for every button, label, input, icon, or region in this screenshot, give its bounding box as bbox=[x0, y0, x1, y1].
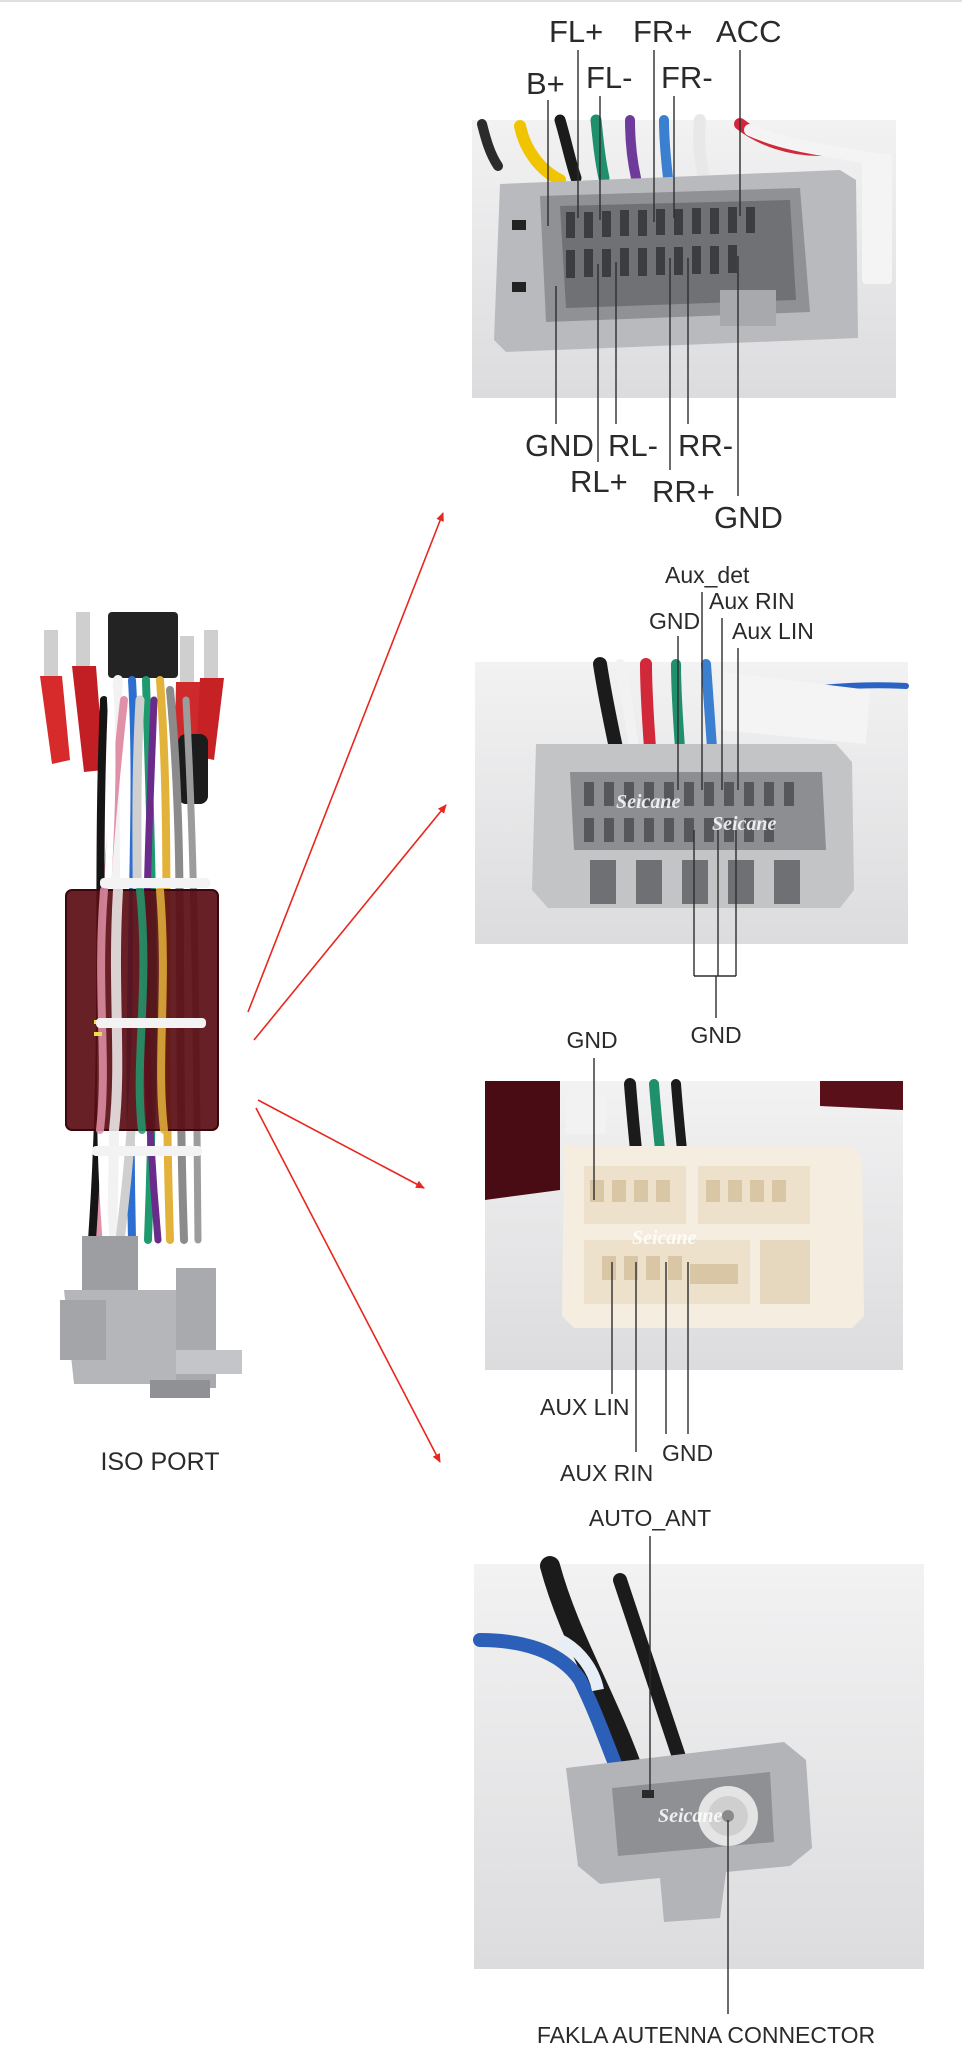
label-fr-plus: FR+ bbox=[633, 14, 692, 49]
label-fl-minus: FL- bbox=[586, 60, 633, 95]
harness-caption: ISO PORT bbox=[100, 1448, 219, 1476]
label-aux-rin: Aux RIN bbox=[709, 588, 795, 614]
label-rr-plus: RR+ bbox=[652, 474, 715, 509]
connector-2-photo: Seicane Seicane bbox=[475, 657, 909, 944]
connector-3-leader-lines bbox=[593, 1058, 689, 1452]
label-aux-rin-c3: AUX RIN bbox=[560, 1460, 653, 1486]
label-aux-det: Aux_det bbox=[665, 562, 750, 588]
connector-2-leader-lines bbox=[677, 592, 739, 1018]
label-antenna-connector: FAKLA AUTENNA CONNECTOR bbox=[537, 2022, 875, 2048]
label-gnd-c3-top: GND bbox=[566, 1027, 617, 1053]
connector-1-labels: FL+ FR+ ACC B+ FL- FR- GND RL- RR- RL+ R… bbox=[525, 14, 783, 535]
connector-3-photo: Seicane bbox=[485, 1078, 903, 1370]
label-gnd-1: GND bbox=[525, 428, 594, 463]
pointer-arrows bbox=[247, 512, 447, 1463]
label-gnd-2: GND bbox=[714, 500, 783, 535]
black-connector bbox=[108, 612, 178, 678]
connector-4-photo: Seicane bbox=[473, 1556, 924, 1969]
label-rl-minus: RL- bbox=[608, 428, 658, 463]
label-fl-plus: FL+ bbox=[549, 14, 603, 49]
watermark-3: Seicane bbox=[632, 1227, 697, 1249]
arrow-to-connector-2 bbox=[253, 804, 447, 1041]
label-gnd-c2-bottom: GND bbox=[690, 1022, 741, 1048]
label-rl-plus: RL+ bbox=[570, 464, 628, 499]
label-gnd-c3-bottom: GND bbox=[662, 1440, 713, 1466]
connector-4-leader-lines bbox=[649, 1536, 729, 2014]
connector-3-labels: GND AUX LIN GND AUX RIN bbox=[540, 1027, 713, 1486]
connector-4-labels: AUTO_ANT FAKLA AUTENNA CONNECTOR bbox=[537, 1505, 875, 2048]
connector-1-photo bbox=[472, 114, 896, 398]
connector-1-leader-lines bbox=[547, 50, 741, 496]
label-gnd-c2-top: GND bbox=[649, 608, 700, 634]
grey-connectors bbox=[60, 1236, 242, 1398]
arrow-to-connector-1 bbox=[247, 512, 444, 1013]
label-auto-ant: AUTO_ANT bbox=[589, 1505, 711, 1531]
watermark-4: Seicane bbox=[658, 1805, 723, 1827]
label-b-plus: B+ bbox=[526, 66, 565, 101]
watermark-2b: Seicane bbox=[712, 813, 777, 835]
label-rr-minus: RR- bbox=[678, 428, 733, 463]
arrow-to-connector-3 bbox=[257, 1099, 425, 1189]
harness-photo bbox=[40, 612, 242, 1398]
watermark-2a: Seicane bbox=[616, 791, 681, 813]
label-aux-lin-c3: AUX LIN bbox=[540, 1394, 629, 1420]
label-fr-minus: FR- bbox=[661, 60, 713, 95]
label-acc: ACC bbox=[716, 14, 781, 49]
label-aux-lin: Aux LIN bbox=[732, 618, 814, 644]
connector-2-labels: Aux_det GND Aux RIN Aux LIN GND bbox=[649, 562, 814, 1048]
arrow-to-connector-4 bbox=[255, 1107, 441, 1463]
